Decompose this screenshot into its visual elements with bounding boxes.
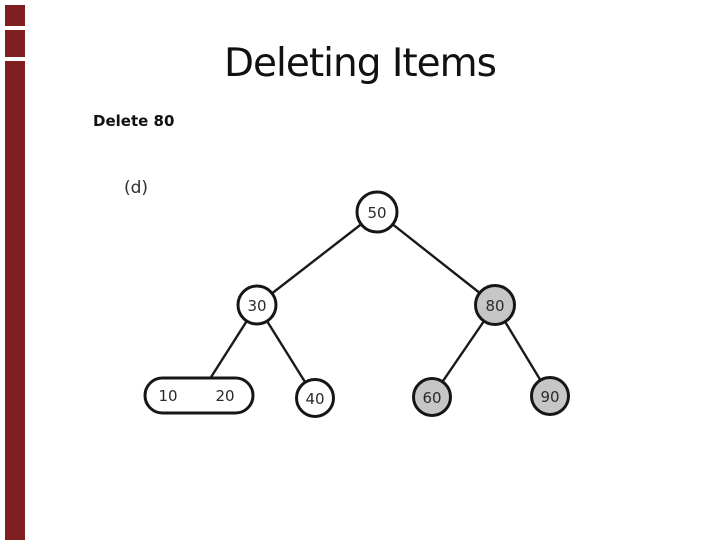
tree-edge-50-30	[256, 211, 378, 306]
tree-node-60-circle	[412, 377, 452, 417]
tree-node-10-label: 10	[158, 387, 177, 405]
accent-square-top	[5, 5, 25, 26]
tree-node-60-label: 60	[422, 389, 441, 407]
page-title: Deleting Items	[224, 41, 497, 86]
tree-node-50: 50	[355, 190, 399, 234]
accent-square-second	[5, 30, 25, 57]
tree-node-80-label: 80	[485, 297, 504, 315]
tree-node-10-20-pill	[143, 376, 255, 415]
tree-node-50-circle	[355, 190, 399, 234]
accent-vertical-bar	[5, 61, 25, 540]
tree-node-50-label: 50	[367, 204, 386, 222]
tree-node-80-circle	[474, 284, 516, 326]
tree-node-40: 40	[295, 378, 335, 418]
tree-node-20-label: 20	[215, 387, 234, 405]
tree-node-90: 90	[530, 376, 570, 416]
tree-node-40-circle	[295, 378, 335, 418]
figure-label: (d)	[124, 178, 149, 198]
tree-node-10-20: 10 20	[143, 376, 255, 415]
tree-node-30: 30	[236, 284, 278, 326]
tree-node-40-label: 40	[305, 390, 324, 408]
tree-node-90-circle	[530, 376, 570, 416]
slide-subtitle: Delete 80	[93, 112, 175, 130]
tree-node-90-label: 90	[540, 388, 559, 406]
tree-node-80: 80	[474, 284, 516, 326]
tree-node-30-circle	[236, 284, 278, 326]
tree-edge-50-80	[376, 211, 496, 306]
tree-node-60: 60	[412, 377, 452, 417]
tree-node-30-label: 30	[247, 297, 266, 315]
